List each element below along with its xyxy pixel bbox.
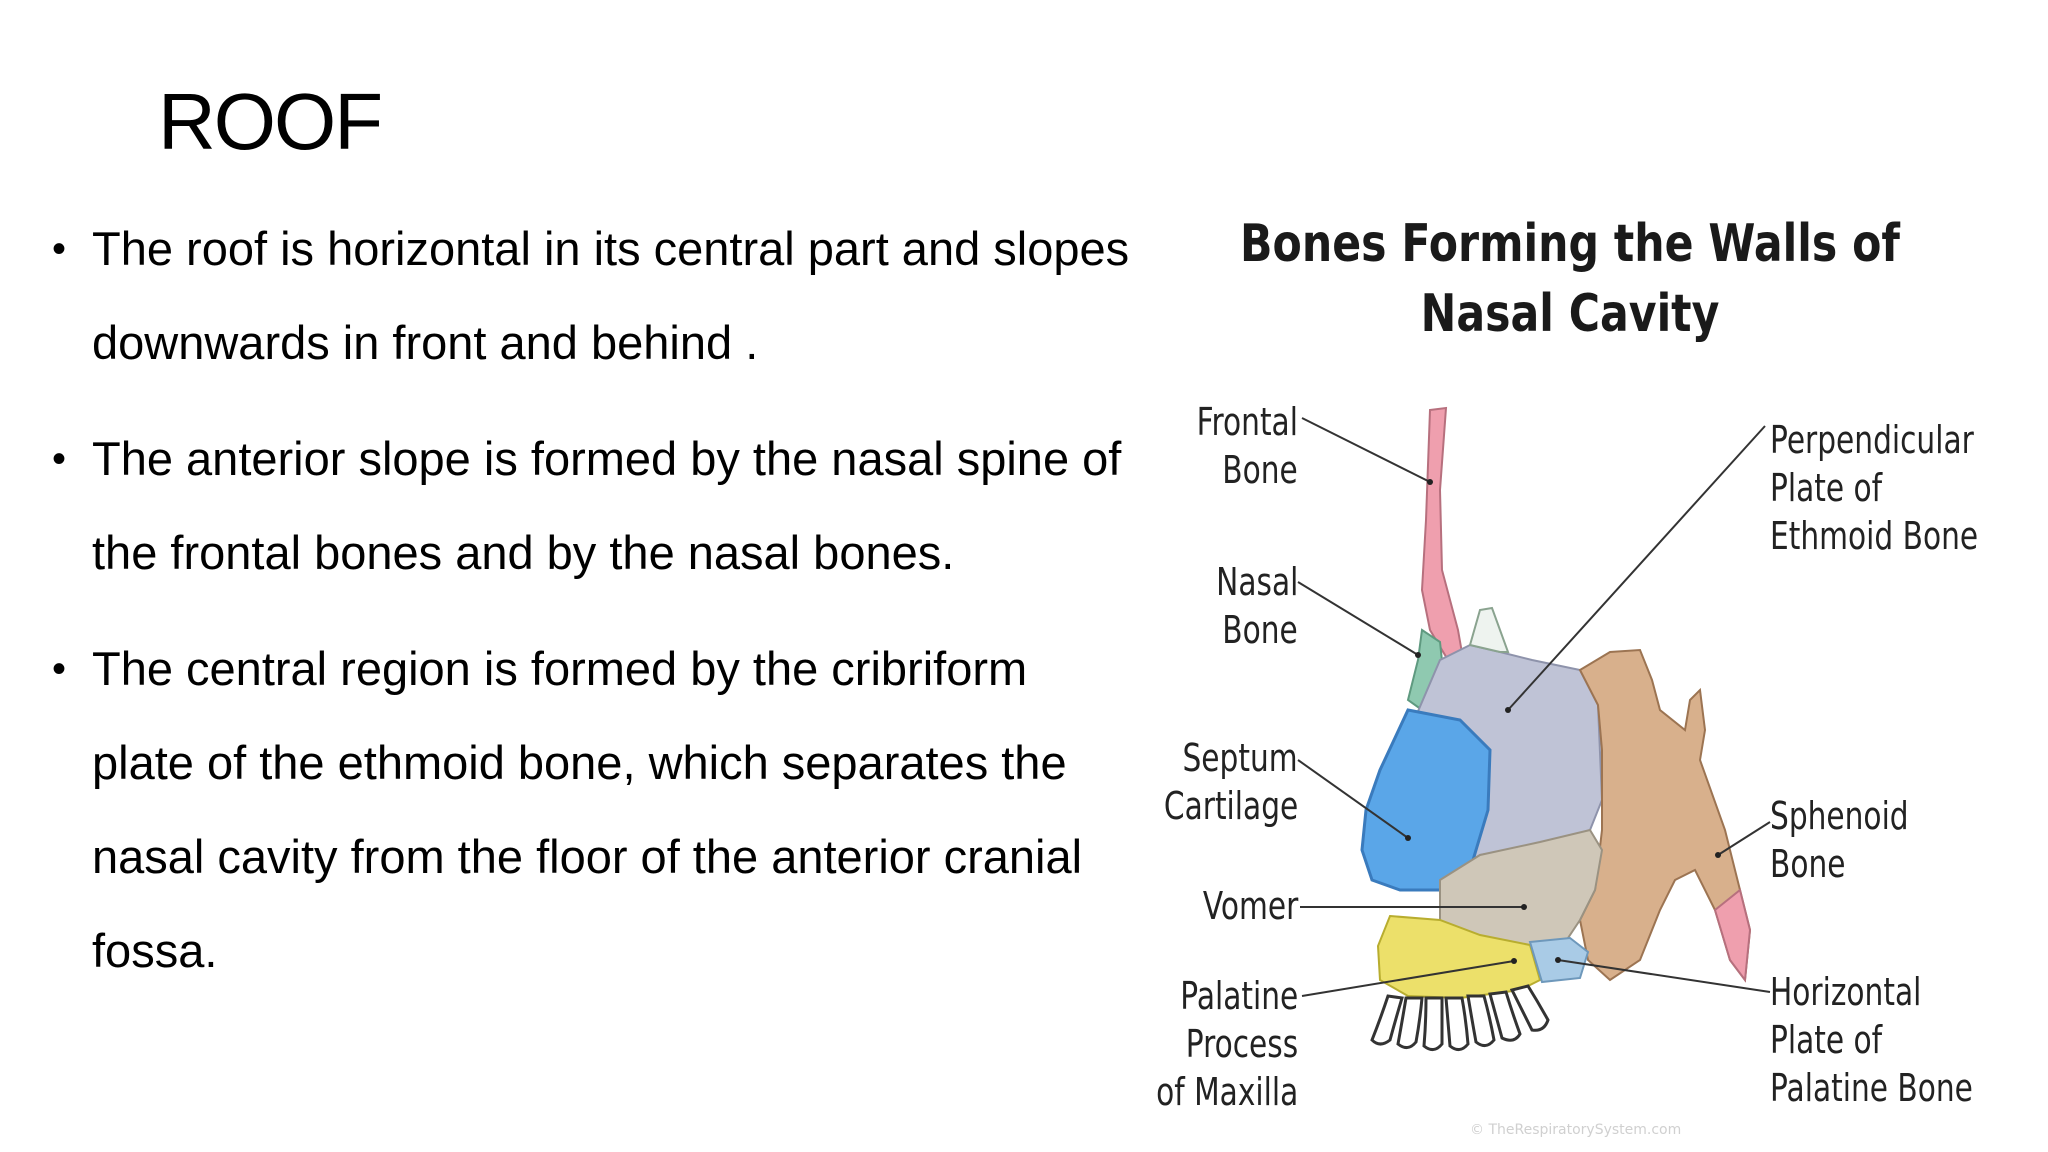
septum-cartilage-shape <box>1360 708 1492 892</box>
bullet-text: The central region is formed by the crib… <box>92 642 1083 977</box>
tooth-shape <box>1396 996 1424 1049</box>
diagram-title-line2: Nasal Cavity <box>1420 284 1720 344</box>
bullet-marker: • <box>52 227 67 271</box>
bullet-item: • The roof is horizontal in its central … <box>52 202 1132 390</box>
leader-frontal <box>1301 417 1431 483</box>
diagram-title-line1: Bones Forming the Walls of <box>1240 214 1900 274</box>
leader-nasal <box>1297 581 1419 656</box>
tooth-shape <box>1370 994 1404 1046</box>
bullet-list: • The roof is horizontal in its central … <box>52 202 1132 1020</box>
leader-dot <box>1521 904 1527 910</box>
label-palatine-line2: Process <box>1185 1022 1298 1066</box>
bullet-text: The roof is horizontal in its central pa… <box>92 222 1130 369</box>
frontal-bone-shape <box>1420 406 1467 672</box>
label-horizontal-line3: Palatine Bone <box>1770 1066 1973 1110</box>
bullet-marker: • <box>52 437 67 481</box>
label-sphenoid-line2: Bone <box>1770 842 1846 886</box>
label-palatine-line3: of Maxilla <box>1155 1070 1298 1114</box>
tooth-shape <box>1488 990 1522 1042</box>
crista-galli-shape <box>1468 606 1510 653</box>
tooth-shape <box>1466 994 1496 1047</box>
nasal-cavity-diagram: Bones Forming the Walls of Nasal Cavity <box>1140 190 2000 1150</box>
teeth-group <box>1370 984 1550 1051</box>
label-perpendicular-line3: Ethmoid Bone <box>1770 514 1979 558</box>
leader-dot <box>1505 707 1511 713</box>
leader-horizontal <box>1557 959 1771 993</box>
leader-dot <box>1427 479 1433 485</box>
bullet-text: The anterior slope is formed by the nasa… <box>92 432 1122 579</box>
label-sphenoid-line1: Sphenoid <box>1770 794 1909 838</box>
diagram-illustration <box>1297 406 1771 1051</box>
label-frontal-line2: Bone <box>1222 448 1298 492</box>
tooth-shape <box>1444 996 1470 1051</box>
label-vomer: Vomer <box>1202 884 1298 928</box>
label-septum-line1: Septum <box>1182 736 1298 780</box>
bullet-marker: • <box>52 647 67 691</box>
leader-septum <box>1297 759 1409 839</box>
bullet-item: • The anterior slope is formed by the na… <box>52 412 1132 600</box>
slide-title: ROOF <box>158 77 383 166</box>
leader-dot <box>1511 958 1517 964</box>
leader-dot <box>1405 835 1411 841</box>
label-horizontal-line1: Horizontal <box>1770 970 1922 1014</box>
leader-dot <box>1555 957 1561 963</box>
label-perpendicular-line1: Perpendicular <box>1770 418 1974 462</box>
label-palatine-line1: Palatine <box>1180 974 1298 1018</box>
label-nasal-line1: Nasal <box>1215 560 1298 604</box>
label-horizontal-line2: Plate of <box>1770 1018 1883 1062</box>
label-frontal-line1: Frontal <box>1196 400 1298 444</box>
image-credit: © TheRespiratorySystem.com <box>1470 1122 1682 1138</box>
bullet-item: • The central region is formed by the cr… <box>52 622 1132 998</box>
tooth-shape <box>1509 984 1550 1032</box>
sphenoid-tip-shape <box>1713 888 1752 983</box>
label-nasal-line2: Bone <box>1222 608 1298 652</box>
leader-perpendicular <box>1507 425 1766 711</box>
leader-palatine <box>1301 960 1515 997</box>
label-perpendicular-line2: Plate of <box>1770 466 1883 510</box>
leader-sphenoid <box>1717 821 1771 856</box>
leader-dot <box>1715 852 1721 858</box>
tooth-shape <box>1422 996 1444 1051</box>
leader-dots <box>1405 479 1721 964</box>
leader-dot <box>1415 652 1421 658</box>
leader-lines <box>1297 417 1771 997</box>
label-septum-line2: Cartilage <box>1163 784 1298 828</box>
